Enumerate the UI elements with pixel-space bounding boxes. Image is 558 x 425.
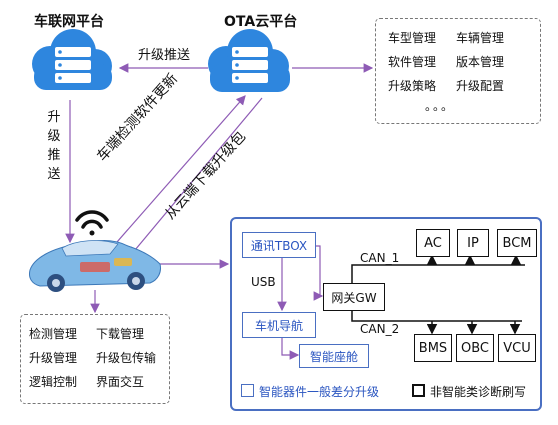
ota-function-item: 车型管理 (388, 31, 437, 45)
ecu-ip: IP (457, 229, 489, 257)
arrow-car-to-ota (109, 95, 246, 251)
ecu-obc: OBC (456, 334, 494, 362)
head-unit-box: 车机导航 (242, 312, 316, 338)
vehicle-function-item: 升级包传输 (96, 351, 157, 365)
vehicle-function-item: 下载管理 (96, 327, 145, 341)
vehicle-architecture-frame (230, 217, 542, 411)
upgrade-push-char: 级 (47, 129, 61, 144)
ota-function-item: 升级配置 (456, 79, 505, 93)
can1-bus (351, 264, 525, 283)
vehicle-function-item: 检测管理 (29, 327, 78, 341)
upgrade-push-char: 推 (47, 148, 61, 163)
arrow-ota-to-car (129, 97, 263, 257)
gateway-box: 网关GW (323, 283, 385, 311)
upgrade-push-char: 送 (47, 167, 61, 182)
ota-function-item: 升级策略 (388, 79, 437, 93)
legend-non-smart-swatch (412, 384, 425, 397)
ota-platform-title: OTA云平台 (224, 14, 298, 30)
legend-smart-label: 智能器件一般差分升级 (259, 385, 380, 399)
vehicle-function-item: 逻辑控制 (29, 375, 78, 389)
line-head-unit-cockpit (281, 336, 300, 360)
vehicle-functions-box (20, 314, 170, 404)
can1-label: CAN_1 (360, 251, 400, 265)
ecu-ac: AC (416, 229, 450, 257)
smart-cockpit-box: 智能座舱 (299, 344, 369, 368)
can2-label: CAN_2 (360, 322, 400, 336)
legend-non-smart-label: 非智能类诊断刷写 (430, 385, 527, 399)
usb-label: USB (251, 275, 276, 289)
vehicle-function-item: 升级管理 (29, 351, 78, 365)
vehicle-function-item: 界面交互 (96, 375, 145, 389)
ota-function-item: 软件管理 (388, 55, 437, 69)
vehicle-net-platform-title: 车联网平台 (34, 14, 104, 30)
line-tbox-gateway (313, 245, 324, 301)
ota-function-item: 版本管理 (456, 55, 505, 69)
upgrade-push-char: 升 (47, 110, 61, 125)
ota-functions-box (375, 18, 541, 124)
ecu-bms: BMS (414, 334, 452, 362)
upgrade-push-vertical-label: 升 级 推 送 (46, 108, 62, 184)
can2-bus (351, 309, 522, 322)
ota-functions-ellipsis: 。。。 (425, 99, 456, 113)
tbox-box: 通讯TBOX (242, 232, 316, 258)
legend-smart-swatch (241, 384, 254, 397)
upgrade-push-label: 升级推送 (138, 48, 191, 63)
ecu-vcu: VCU (498, 334, 536, 362)
ota-function-item: 车辆管理 (456, 31, 505, 45)
ecu-bcm: BCM (497, 229, 537, 257)
